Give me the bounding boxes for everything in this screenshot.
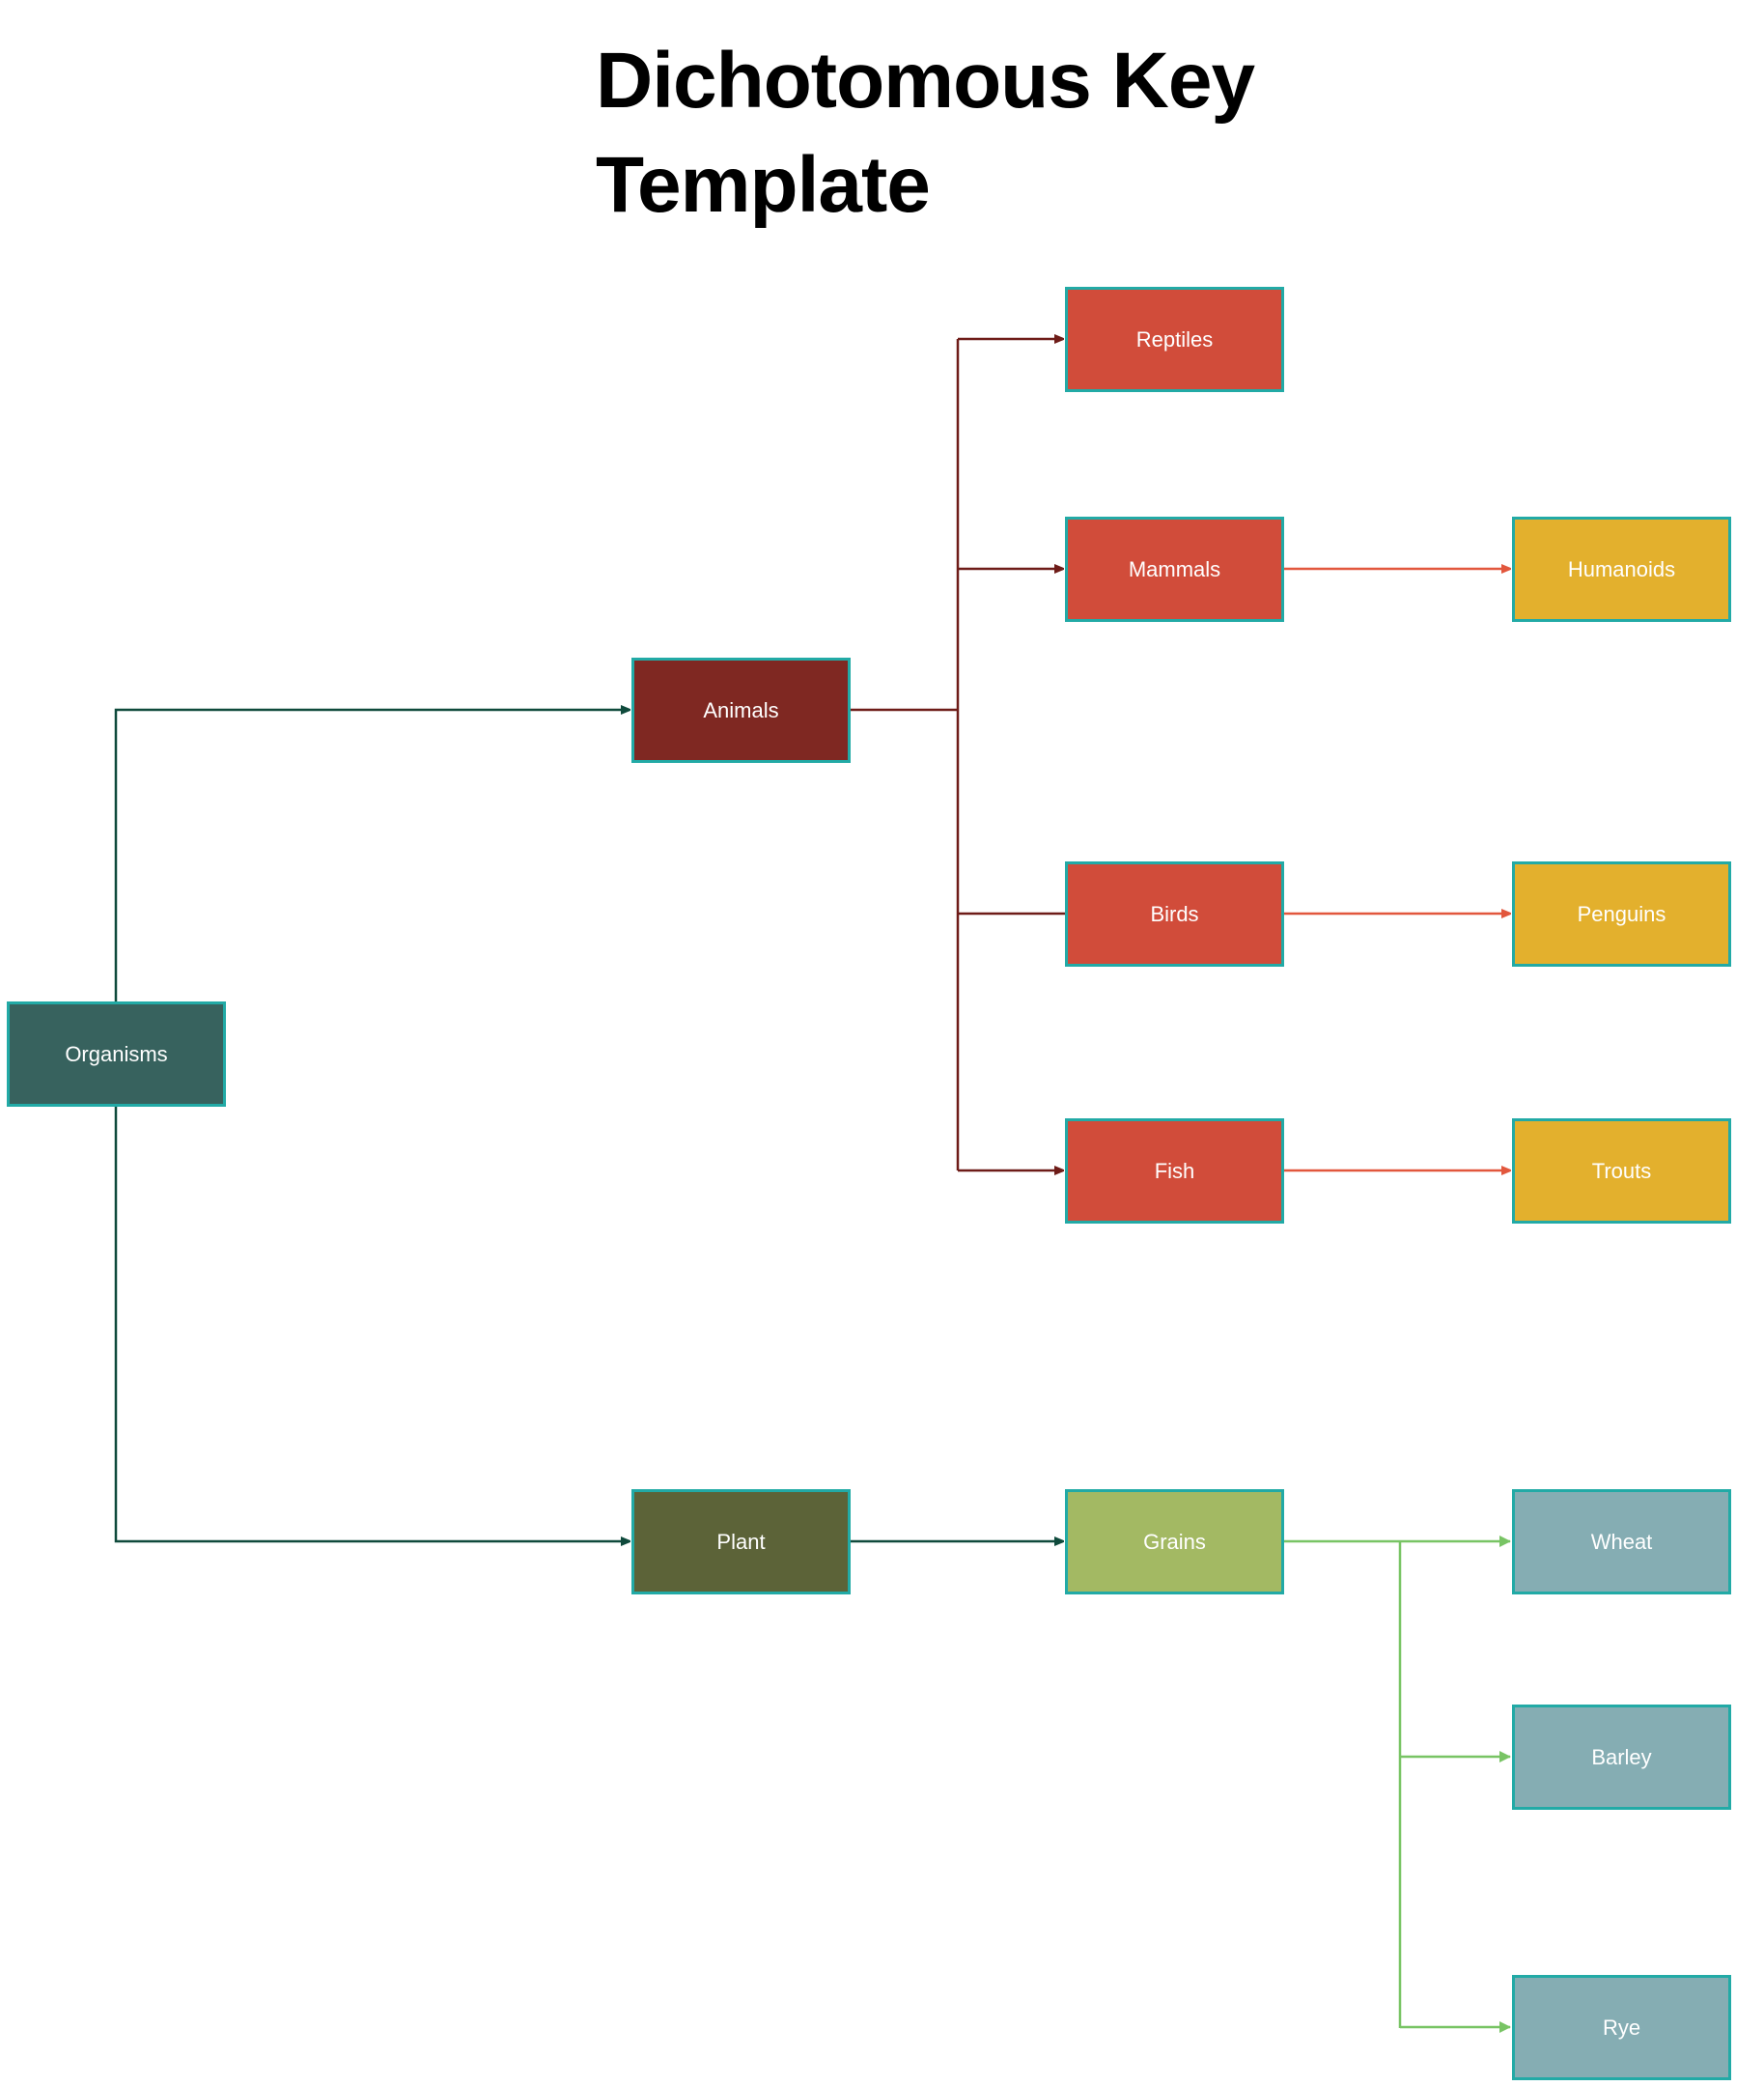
node-reptiles[interactable]: Reptiles [1065,287,1284,392]
page-title: Dichotomous Key Template [596,37,1255,229]
node-grains[interactable]: Grains [1065,1489,1284,1594]
edge-animals-trunk [851,339,960,1170]
node-mammals[interactable]: Mammals [1065,517,1284,622]
node-animals[interactable]: Animals [631,658,851,763]
node-plant[interactable]: Plant [631,1489,851,1594]
node-birds[interactable]: Birds [1065,861,1284,967]
node-penguins[interactable]: Penguins [1512,861,1731,967]
edge-organisms-plant [114,1107,630,1541]
node-barley[interactable]: Barley [1512,1705,1731,1810]
node-humanoids[interactable]: Humanoids [1512,517,1731,622]
node-trouts[interactable]: Trouts [1512,1118,1731,1224]
edge-organisms-animals [114,710,630,1001]
node-rye[interactable]: Rye [1512,1975,1731,2080]
node-fish[interactable]: Fish [1065,1118,1284,1224]
node-organisms[interactable]: Organisms [7,1001,226,1107]
node-wheat[interactable]: Wheat [1512,1489,1731,1594]
